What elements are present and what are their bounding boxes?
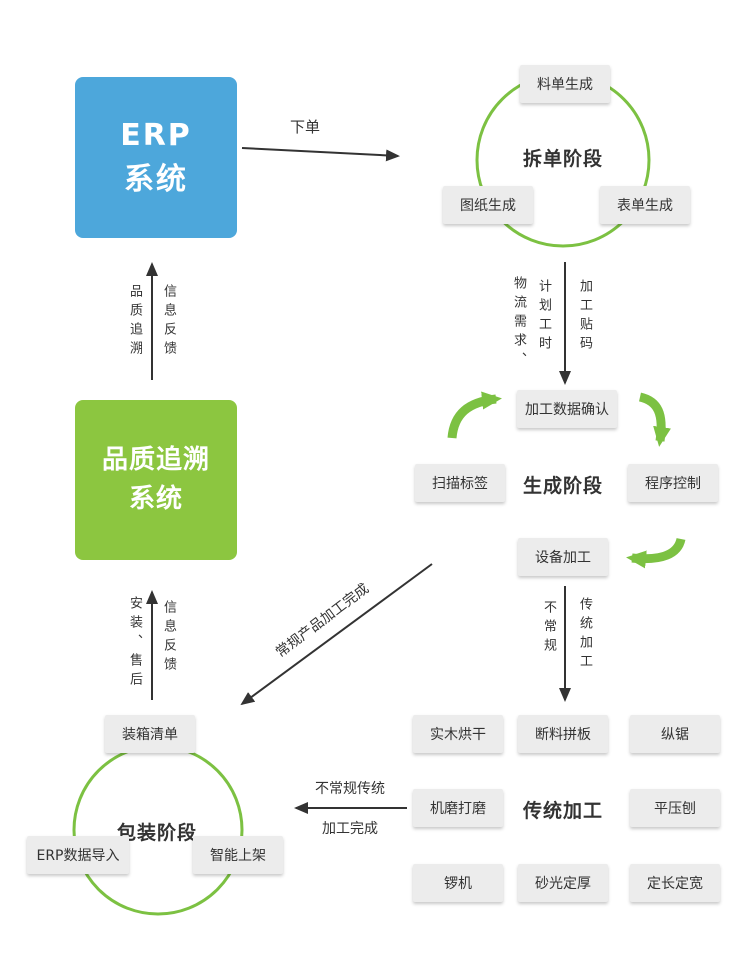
erp-data-import-box: ERP数据导入 [27,836,129,874]
process-data-confirm-box: 加工数据确认 [517,390,617,428]
form-generation-box: 表单生成 [600,186,690,224]
regular-done-arrow [240,563,433,706]
rip-saw-box: 纵锯 [630,715,720,753]
traditional-stage-title: 传统加工 [522,800,603,822]
fixed-size-box: 定长定宽 [630,864,720,902]
program-control-box: 程序控制 [628,464,718,502]
device-processing-box: 设备加工 [518,538,608,576]
traditional-processing-label: 传统加工 [577,597,592,673]
planer-box: 平压刨 [630,789,720,827]
order-arrow-label: 下单 [289,118,320,136]
wood-drying-box: 实木烘干 [413,715,503,753]
install-aftersale-label: 安装、售后 [127,596,142,691]
smart-shelving-box: 智能上架 [193,836,283,874]
quality-system-node: 品质追溯 系统 [75,400,237,560]
info-feedback-label-lower: 信息反馈 [161,600,176,676]
cutting-jointing-box: 断料拼板 [518,715,608,753]
quality-system-label-line1: 品质追溯 [101,445,210,475]
process-coding-label: 加工贴码 [577,279,592,355]
router-machine-box: 锣机 [413,864,503,902]
quality-system-label-line2: 系统 [128,484,183,514]
erp-system-label-line2: 系统 [124,161,188,197]
info-feedback-label-upper: 信息反馈 [161,284,176,360]
logistics-demand-label: 物流需求、 [511,276,526,371]
split-stage-title: 拆单阶段 [522,148,603,170]
sanding-thickness-box: 砂光定厚 [518,864,608,902]
traditional-done-label-line1: 不常规传统 [315,781,385,797]
cycle-arrow-left-icon [626,537,686,569]
planned-hours-label: 计划工时 [536,279,551,355]
scan-label-box: 扫描标签 [415,464,505,502]
material-list-box: 料单生成 [520,65,610,103]
generate-stage-title: 生成阶段 [522,475,603,497]
order-arrow [241,147,400,162]
erp-system-node: ERP 系统 [75,77,237,238]
erp-system-label-line1: ERP [120,118,192,153]
packing-stage-title: 包装阶段 [116,822,197,844]
packing-list-box: 装箱清单 [105,715,195,753]
unconventional-label: 不常规 [541,600,556,657]
quality-trace-label: 品质追溯 [127,284,142,360]
traditional-done-label-line2: 加工完成 [322,821,378,837]
machine-grinding-box: 机磨打磨 [413,789,503,827]
drawing-generation-box: 图纸生成 [443,186,533,224]
cycle-arrow-up-icon [447,391,502,439]
cycle-arrow-down-icon [638,392,671,447]
